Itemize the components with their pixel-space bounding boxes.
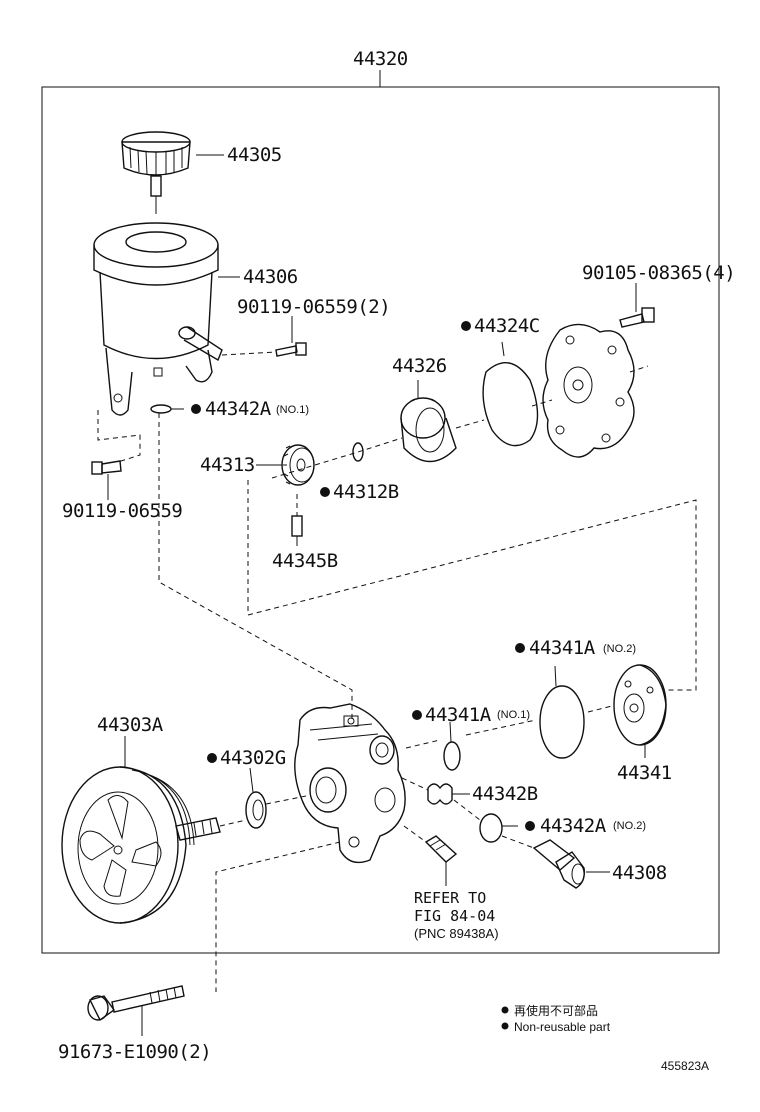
label-44303A: 44303A	[97, 714, 164, 736]
axis-line-lower	[405, 705, 613, 749]
part-pump-body	[294, 703, 406, 864]
label-44306: 44306	[243, 266, 298, 288]
label-44342A-no1: 44342A	[205, 398, 272, 420]
part-44341A-oring-no2	[515, 643, 585, 759]
label-44320: 44320	[353, 48, 408, 70]
part-90119-06559-bolt-lower	[91, 410, 141, 500]
label-44341A-no1: 44341A	[425, 704, 492, 726]
part-44303A-pulley	[61, 736, 247, 924]
part-44342B-spring	[401, 777, 470, 805]
label-44341A-no2-note: (NO.2)	[603, 643, 636, 655]
label-44305: 44305	[227, 144, 282, 166]
figure-code: 455823A	[661, 1059, 709, 1073]
label-90119-06559: 90119-06559	[62, 500, 182, 522]
part-44306-reservoir	[93, 222, 240, 416]
label-44342A-no2: 44342A	[540, 815, 607, 837]
label-44312B: 44312B	[333, 481, 399, 503]
part-91673-E1090-bolt	[87, 841, 341, 1036]
label-44324C: 44324C	[474, 315, 540, 337]
label-44345B: 44345B	[272, 550, 338, 572]
part-44341A-oring-no1	[412, 710, 461, 771]
part-44313-rotor	[256, 444, 330, 497]
label-44341: 44341	[617, 762, 672, 784]
label-90105-08365-4: 90105-08365(4)	[582, 262, 735, 284]
part-44308-union	[532, 839, 610, 889]
label-44342A-no1-note: (NO.1)	[276, 404, 309, 416]
label-91673-E1090-2: 91673-E1090(2)	[58, 1041, 211, 1063]
part-44305-cap	[121, 131, 224, 214]
label-44308: 44308	[612, 862, 667, 884]
legend-jp: 再使用不可部品	[514, 1003, 598, 1018]
label-44341A-no1-note: (NO.1)	[497, 709, 530, 721]
part-90105-08365-bolt	[619, 283, 655, 328]
part-44324C-gasket	[461, 321, 539, 447]
part-44341-cover	[613, 664, 667, 758]
label-44313: 44313	[200, 454, 255, 476]
legend: 再使用不可部品 Non-reusable part	[501, 1003, 611, 1034]
label-fig-84-04: FIG 84-04	[414, 907, 495, 925]
part-44342A-oring-no2	[453, 799, 535, 849]
legend-en: Non-reusable part	[514, 1020, 611, 1034]
label-44302G: 44302G	[220, 747, 286, 769]
part-44302G-seal	[207, 753, 307, 829]
part-snap-ring	[352, 442, 364, 462]
part-90119-06559-bolt-upper	[221, 316, 307, 357]
label-refer-to: REFER TO	[414, 889, 486, 907]
part-44342A-oring-no1	[150, 404, 201, 414]
part-44345B-pin	[291, 494, 303, 546]
part-44326-cam-ring	[400, 380, 457, 463]
label-pnc-89438a: (PNC 89438A)	[414, 926, 499, 941]
label-44342A-no2-note: (NO.2)	[613, 820, 646, 832]
part-rear-housing	[542, 323, 635, 458]
label-44326: 44326	[392, 355, 447, 377]
label-44341A-no2: 44341A	[529, 637, 596, 659]
label-44342B: 44342B	[472, 783, 538, 805]
part-pressure-switch	[403, 825, 458, 886]
dashed-bracket	[247, 480, 697, 691]
label-90119-06559-2: 90119-06559(2)	[237, 296, 390, 318]
